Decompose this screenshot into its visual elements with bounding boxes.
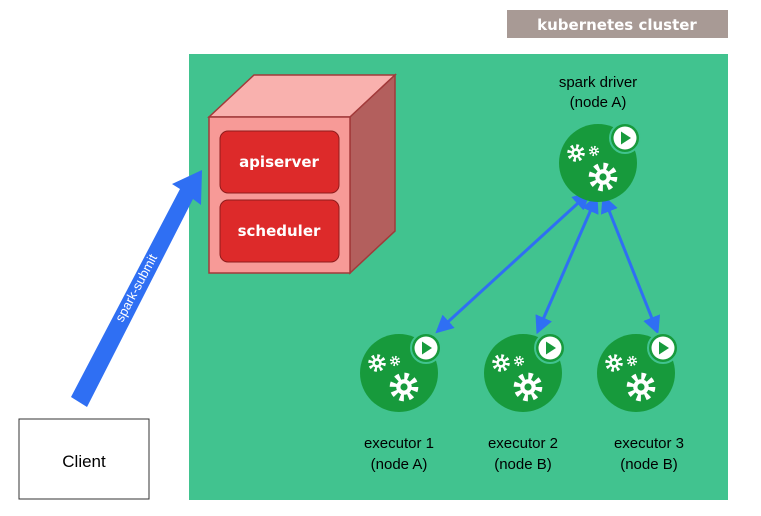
cluster-label-badge: kubernetes cluster: [507, 10, 728, 38]
executor-3: executor 3 (node B): [597, 333, 684, 473]
driver-title: spark driver: [559, 74, 637, 91]
apiserver-label: apiserver: [239, 153, 319, 171]
spark-submit-arrow: spark-submit: [71, 170, 202, 407]
executor-title: executor 2: [488, 435, 558, 452]
executor-node: (node B): [620, 456, 678, 473]
spark-driver: spark driver (node A): [559, 74, 640, 202]
scheduler-component: scheduler: [219, 199, 340, 263]
scheduler-label: scheduler: [238, 222, 321, 240]
driver-executor-connectors: [435, 191, 661, 335]
executor-node: (node A): [371, 456, 428, 473]
executor-title: executor 3: [614, 435, 684, 452]
connector-executor-3: [600, 194, 661, 335]
connector-executor-2: [535, 194, 599, 335]
executor-1: executor 1 (node A): [360, 333, 441, 473]
apiserver-component: apiserver: [219, 130, 340, 194]
driver-node: (node A): [570, 94, 627, 111]
client-label: Client: [62, 452, 106, 471]
client-box: Client: [18, 418, 150, 500]
cluster-label: kubernetes cluster: [537, 16, 697, 34]
spark-submit-label: spark-submit: [112, 251, 160, 324]
executor-title: executor 1: [364, 435, 434, 452]
executor-node: (node B): [494, 456, 552, 473]
executor-2: executor 2 (node B): [484, 333, 565, 473]
